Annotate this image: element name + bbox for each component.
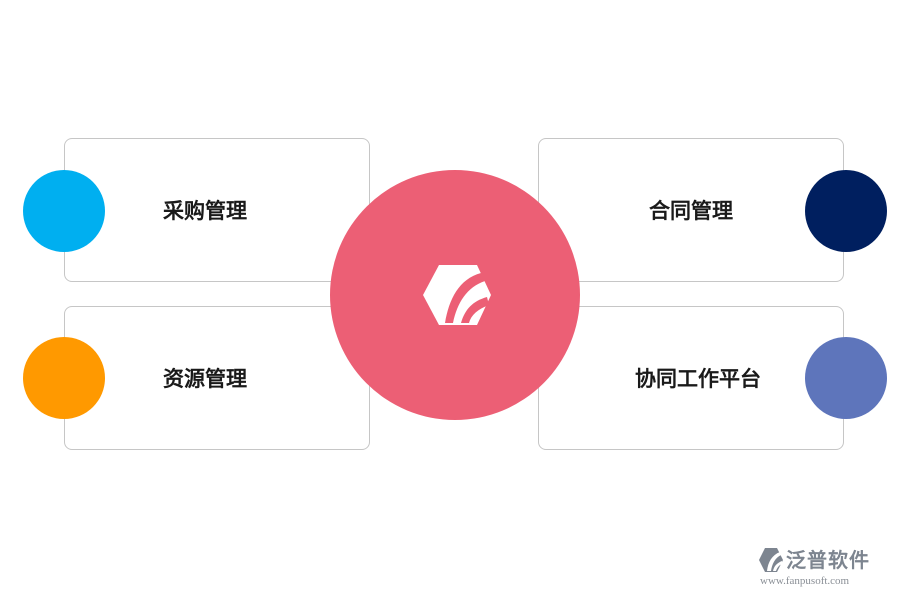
center-circle (330, 170, 580, 420)
card-label-procurement: 采购管理 (163, 199, 247, 223)
card-collaboration: 协同工作平台 (538, 306, 844, 450)
card-contract: 合同管理 (538, 138, 844, 282)
dot-resource (23, 337, 105, 419)
card-procurement: 采购管理 (64, 138, 370, 282)
fanpu-logo-icon (759, 548, 783, 572)
card-label-contract: 合同管理 (649, 199, 733, 223)
card-label-resource: 资源管理 (163, 367, 247, 391)
card-label-collaboration: 协同工作平台 (635, 367, 761, 391)
watermark: 泛普软件 www.fanpusoft.com (758, 544, 888, 592)
dot-contract (805, 170, 887, 252)
fanpu-logo-icon (423, 265, 491, 325)
dot-procurement (23, 170, 105, 252)
watermark-name: 泛普软件 (786, 548, 870, 572)
card-resource: 资源管理 (64, 306, 370, 450)
dot-collaboration (805, 337, 887, 419)
watermark-url: www.fanpusoft.com (760, 575, 850, 587)
